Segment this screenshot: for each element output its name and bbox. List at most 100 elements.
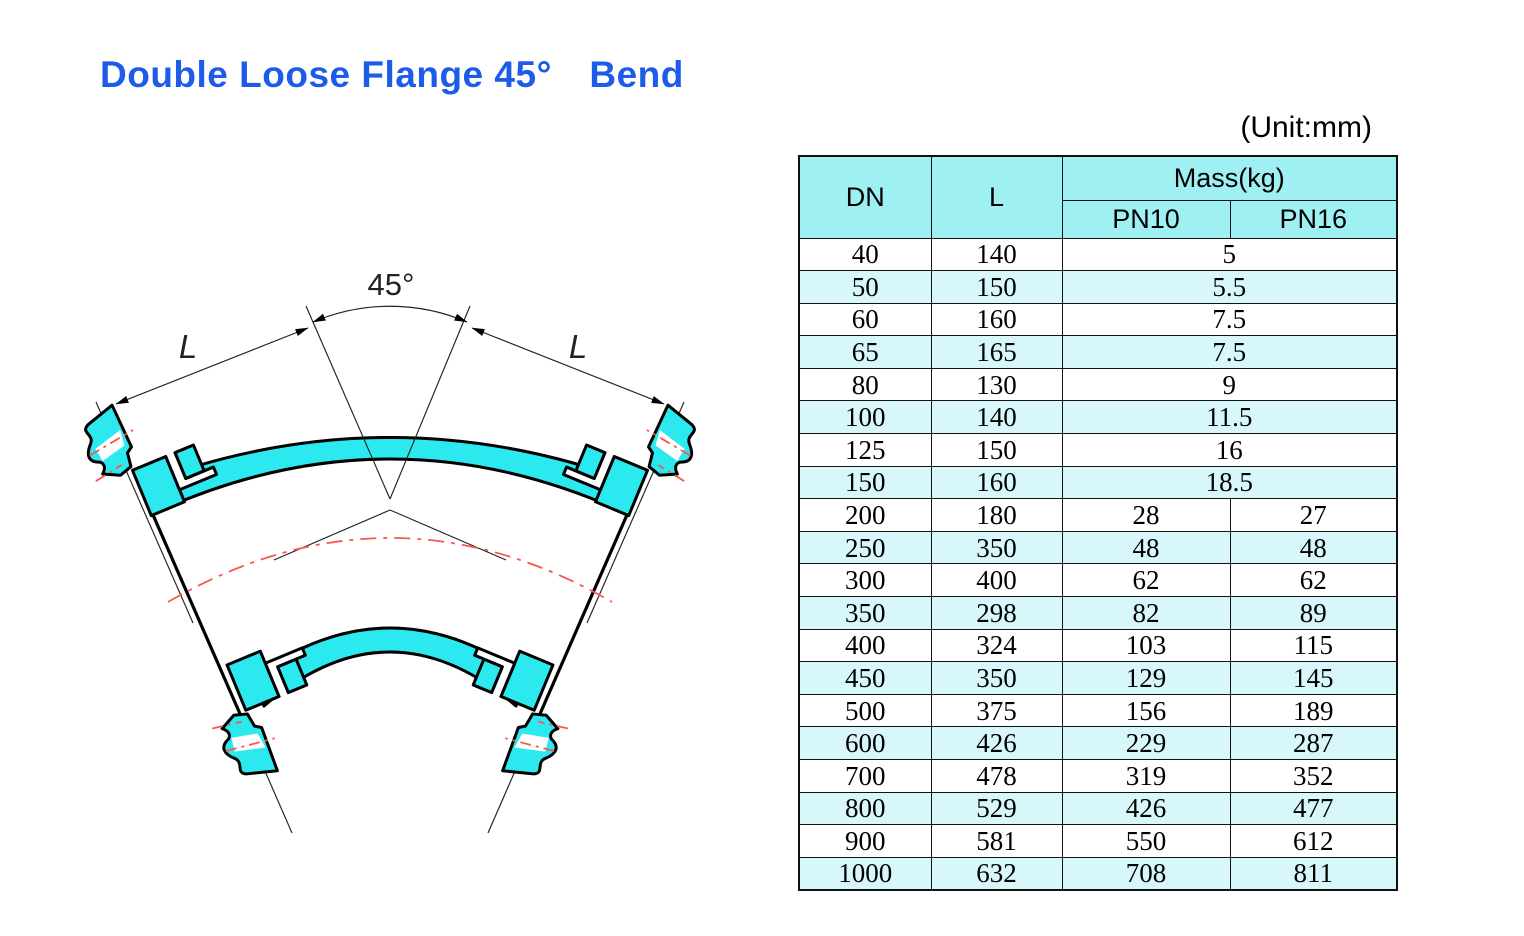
table-cell: 300 bbox=[798, 563, 932, 598]
flange-cut-lower-left bbox=[212, 646, 309, 776]
dim-label-L-left: L bbox=[179, 328, 197, 365]
right-end-face-line bbox=[534, 506, 632, 725]
gasket-centerline bbox=[212, 720, 243, 730]
table-cell: 82 bbox=[1061, 596, 1231, 630]
table-cell: 180 bbox=[930, 498, 1063, 532]
table-cell: 1000 bbox=[798, 856, 932, 891]
table-cell: 500 bbox=[798, 693, 932, 728]
table-cell: 89 bbox=[1229, 596, 1398, 630]
gasket-centerline bbox=[505, 737, 555, 752]
col-header-mass: Mass(kg) bbox=[1061, 155, 1398, 201]
unit-label: (Unit:mm) bbox=[1240, 111, 1372, 144]
flange-cut-lower-right bbox=[471, 646, 568, 776]
table-cell: 287 bbox=[1229, 726, 1398, 760]
table-cell: 426 bbox=[930, 726, 1063, 760]
apex-line-right bbox=[389, 509, 507, 561]
table-cell: 145 bbox=[1229, 661, 1398, 695]
table-cell: 189 bbox=[1229, 693, 1398, 728]
flange-slot bbox=[163, 451, 218, 492]
table-cell: 400 bbox=[930, 563, 1063, 598]
table-cell: 612 bbox=[1229, 824, 1398, 858]
dimension-line-L-left bbox=[115, 327, 309, 405]
table-cell: 478 bbox=[930, 759, 1063, 793]
table-cell: 200 bbox=[798, 498, 932, 532]
table-cell: 80 bbox=[798, 367, 932, 402]
table-cell: 160 bbox=[930, 465, 1063, 500]
flange-cut-upper-left bbox=[84, 403, 218, 518]
table-cell: 229 bbox=[1061, 726, 1231, 760]
table-cell: 28 bbox=[1061, 498, 1231, 532]
dim-label-L-right: L bbox=[569, 328, 587, 365]
table-cell: 65 bbox=[798, 335, 932, 369]
table-cell: 18.5 bbox=[1061, 465, 1398, 500]
table-cell: 62 bbox=[1061, 563, 1231, 598]
angle-line-left bbox=[305, 305, 391, 500]
table-cell: 708 bbox=[1061, 856, 1231, 891]
table-cell: 250 bbox=[798, 530, 932, 565]
gland-pocket bbox=[655, 429, 685, 461]
table-cell: 632 bbox=[930, 856, 1063, 891]
table-cell: 150 bbox=[930, 270, 1063, 304]
table-cell: 350 bbox=[798, 596, 932, 630]
table-cell: 319 bbox=[1061, 759, 1231, 793]
table-cell: 400 bbox=[798, 628, 932, 663]
table-cell: 150 bbox=[798, 465, 932, 500]
table-cell: 150 bbox=[930, 433, 1063, 467]
angle-line-right bbox=[389, 305, 471, 500]
table-cell: 50 bbox=[798, 270, 932, 304]
bend-drawing: 45° L L bbox=[84, 267, 696, 834]
table-cell: 11.5 bbox=[1061, 400, 1398, 435]
table-cell: 27 bbox=[1229, 498, 1398, 532]
table-cell: 165 bbox=[930, 335, 1063, 369]
table-cell: 9 bbox=[1061, 367, 1398, 402]
gasket-centerline bbox=[537, 720, 568, 730]
table-cell: 900 bbox=[798, 824, 932, 858]
gasket-centerline bbox=[657, 464, 685, 482]
table-cell: 100 bbox=[798, 400, 932, 435]
flange-slot bbox=[562, 451, 617, 492]
angle-dimension-arc bbox=[312, 305, 468, 323]
table-cell: 103 bbox=[1061, 628, 1231, 663]
gasket-centerline bbox=[225, 737, 275, 752]
table-cell: 7.5 bbox=[1061, 335, 1398, 369]
gasket-centerline bbox=[89, 429, 134, 457]
table-cell: 350 bbox=[930, 661, 1063, 695]
inner-wall-band bbox=[250, 626, 530, 708]
table-cell: 581 bbox=[930, 824, 1063, 858]
table-cell: 352 bbox=[1229, 759, 1398, 793]
dimension-line-L-right bbox=[471, 327, 665, 405]
angle-label: 45° bbox=[368, 267, 415, 302]
table-cell: 5.5 bbox=[1061, 270, 1398, 304]
table-cell: 40 bbox=[798, 237, 932, 272]
table-cell: 7.5 bbox=[1061, 302, 1398, 337]
table-cell: 529 bbox=[930, 791, 1063, 826]
table-cell: 477 bbox=[1229, 791, 1398, 826]
table-cell: 115 bbox=[1229, 628, 1398, 663]
table-cell: 16 bbox=[1061, 433, 1398, 467]
left-end-face-line bbox=[148, 506, 246, 725]
table-cell: 48 bbox=[1061, 530, 1231, 565]
col-header-dn: DN bbox=[798, 155, 932, 239]
table-cell: 48 bbox=[1229, 530, 1398, 565]
table-cell: 700 bbox=[798, 759, 932, 793]
table-cell: 600 bbox=[798, 726, 932, 760]
